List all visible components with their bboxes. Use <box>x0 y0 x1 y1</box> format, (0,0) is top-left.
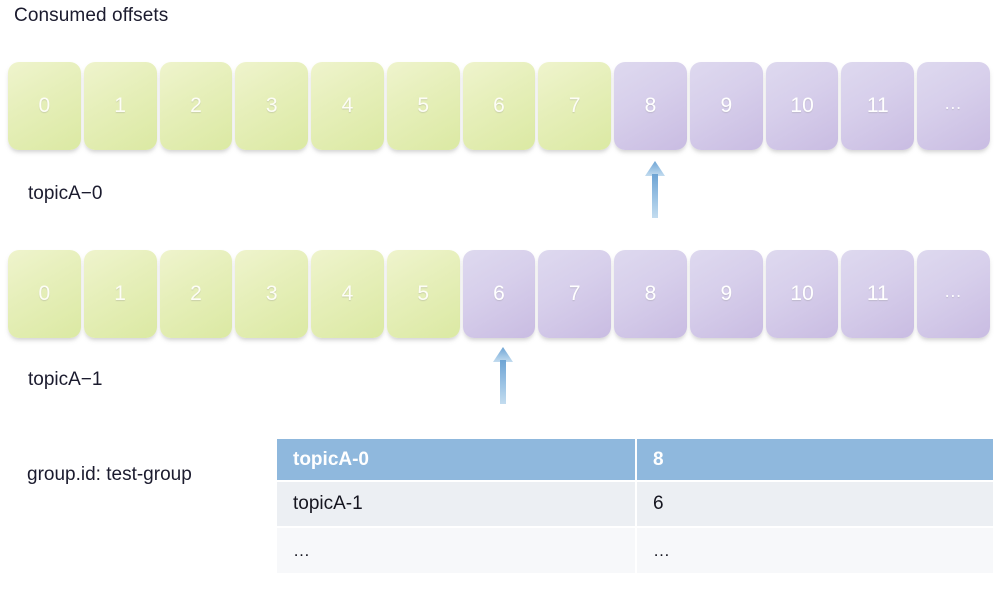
table-header-topic: topicA-0 <box>277 439 637 481</box>
partition-cell-offset-7: 7 <box>538 62 612 150</box>
partition-strip-topic-a-1: 0 1 2 3 4 5 6 7 8 9 10 11 … <box>8 250 994 338</box>
partition-cell-label: 10 <box>790 94 814 117</box>
table-row: …… <box>277 526 993 573</box>
partition-cell-label: … <box>943 280 964 301</box>
partition-cell-label: 9 <box>720 282 733 305</box>
partition-cell-offset-2: 2 <box>159 250 233 338</box>
partition-cell-offset-10: 10 <box>765 62 839 150</box>
partition-cell-label: 11 <box>866 94 889 117</box>
partition-cell-label: 7 <box>568 282 581 305</box>
partition-cell-offset-8: 8 <box>614 250 687 338</box>
partition-cell-offset-6: 6 <box>462 62 536 150</box>
offset-pointer-arrow-up-icon <box>490 346 516 404</box>
table-cell-topic: topicA-1 <box>277 480 637 527</box>
partition-cell-offset-2: 2 <box>159 62 233 150</box>
partition-cell-offset-10: 10 <box>765 250 839 338</box>
partition-cell-label: 9 <box>720 94 733 117</box>
partition-cell-label: 3 <box>265 94 278 117</box>
partition-cell-offset-1: 1 <box>83 250 157 338</box>
partition-cell-offset-3: 3 <box>235 250 309 338</box>
partition-cell-offset-5: 5 <box>386 250 460 338</box>
partition-cell-label: 6 <box>493 94 505 117</box>
partition-cell-label: 6 <box>493 282 505 305</box>
partition-cell-label: 3 <box>265 282 278 305</box>
offset-pointer-arrow-up-icon <box>642 160 668 218</box>
partition-cell-label: 8 <box>644 94 657 117</box>
partition-cell-label: … <box>943 92 964 113</box>
partition-cell-offset-0: 0 <box>8 250 81 338</box>
partition-cell-label: 1 <box>114 282 126 305</box>
partition-cell-offset-9: 9 <box>689 62 763 150</box>
partition-cell-label: 4 <box>341 282 354 305</box>
partition-cell-label: 2 <box>190 282 202 305</box>
partition-cell-offset-6: 6 <box>462 250 536 338</box>
table-header-offset: 8 <box>636 439 993 481</box>
partition-cell-offset-4: 4 <box>311 250 384 338</box>
partition-cell-label: 4 <box>341 94 354 117</box>
partition-cell-label: 10 <box>790 282 814 305</box>
partition-strip-topic-a-0: 0 1 2 3 4 5 6 7 8 9 10 11 … <box>8 62 994 150</box>
partition-cell-offset-3: 3 <box>235 62 309 150</box>
partition-cell-label: 0 <box>38 282 51 305</box>
partition-cell-label: 11 <box>866 282 889 305</box>
partition-cell-label: 5 <box>417 282 430 305</box>
group-id-label: group.id: test-group <box>27 464 192 485</box>
table-cell-topic: … <box>277 526 637 573</box>
table-header-row: topicA-0 8 <box>277 439 993 481</box>
table-cell-offset: 6 <box>636 480 993 527</box>
partition-cell-label: 8 <box>644 282 657 305</box>
partition-cell-label: 2 <box>190 94 202 117</box>
partition-cell-offset-…: … <box>917 250 990 338</box>
partition-cell-offset-8: 8 <box>614 62 687 150</box>
partition-cell-offset-11: 11 <box>841 250 915 338</box>
partition-cell-offset-11: 11 <box>841 62 915 150</box>
table-cell-offset: … <box>636 526 993 573</box>
partition-cell-label: 5 <box>417 94 430 117</box>
partition-cell-label: 7 <box>568 94 581 117</box>
partition-cell-offset-0: 0 <box>8 62 81 150</box>
partition-label-topic-a-0: topicA−0 <box>28 183 103 204</box>
partition-cell-offset-5: 5 <box>386 62 460 150</box>
partition-label-topic-a-1: topicA−1 <box>28 369 103 390</box>
page-title: Consumed offsets <box>14 5 169 26</box>
partition-cell-offset-7: 7 <box>538 250 612 338</box>
partition-cell-label: 0 <box>38 94 51 117</box>
partition-cell-offset-9: 9 <box>689 250 763 338</box>
partition-cell-label: 1 <box>114 94 126 117</box>
partition-cell-offset-1: 1 <box>83 62 157 150</box>
partition-cell-offset-4: 4 <box>311 62 384 150</box>
partition-cell-offset-…: … <box>917 62 990 150</box>
